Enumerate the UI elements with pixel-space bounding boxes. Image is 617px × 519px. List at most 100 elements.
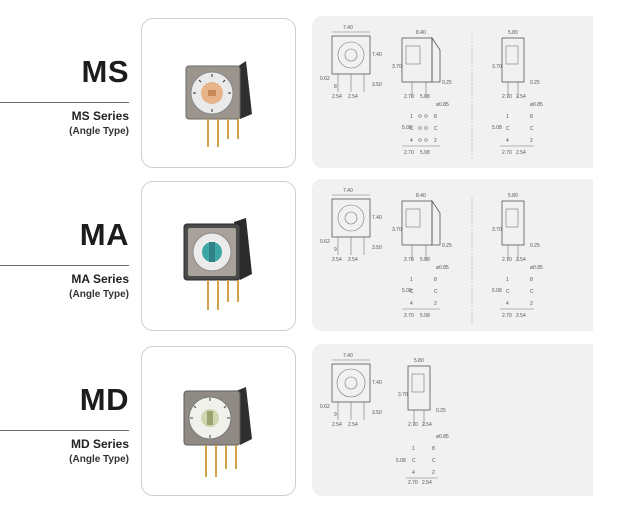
svg-text:7.40: 7.40 [343, 188, 353, 194]
divider [0, 102, 129, 103]
pcb-layout-2: 5.08 2.70 2.54 ø0.85 1 8 C C 4 2 [492, 265, 543, 319]
svg-text:C: C [434, 126, 438, 132]
svg-text:4: 4 [410, 138, 413, 144]
svg-text:1: 1 [506, 277, 509, 283]
svg-text:1: 1 [506, 114, 509, 120]
svg-text:2.70: 2.70 [404, 94, 414, 100]
svg-text:0.25: 0.25 [442, 80, 452, 86]
svg-text:2.54: 2.54 [422, 422, 432, 428]
svg-text:2.70: 2.70 [502, 150, 512, 156]
svg-text:7.40: 7.40 [372, 380, 382, 386]
svg-text:2.54: 2.54 [348, 94, 358, 100]
dimension-drawing: 7.40 0.62 9 2.54 2.54 7.40 3.50 8.40 3.7… [320, 188, 543, 324]
svg-text:4: 4 [506, 301, 509, 307]
svg-text:3.70: 3.70 [492, 64, 502, 70]
svg-text:2.54: 2.54 [516, 313, 526, 319]
svg-text:1: 1 [410, 114, 413, 120]
svg-text:C: C [506, 126, 510, 132]
svg-text:2.54: 2.54 [332, 257, 342, 263]
svg-text:5.80: 5.80 [508, 193, 518, 199]
svg-text:4: 4 [410, 301, 413, 307]
svg-text:2.70: 2.70 [502, 313, 512, 319]
svg-text:5.08: 5.08 [402, 125, 412, 131]
svg-text:2.70: 2.70 [404, 150, 414, 156]
svg-text:ø0.85: ø0.85 [436, 265, 449, 271]
product-photo-card[interactable] [141, 181, 296, 331]
svg-text:4: 4 [506, 138, 509, 144]
svg-text:2.54: 2.54 [516, 257, 526, 263]
dimension-drawing-panel: 7.40 0.62 9 2.54 2.54 7.40 3.50 8.40 3.7… [312, 179, 593, 331]
series-name: MS Series [71, 109, 129, 123]
svg-text:5.08: 5.08 [420, 313, 430, 319]
svg-text:1: 1 [412, 446, 415, 452]
svg-text:3.70: 3.70 [492, 227, 502, 233]
svg-text:3.50: 3.50 [372, 245, 382, 251]
svg-text:0.25: 0.25 [436, 408, 446, 414]
svg-text:5.08: 5.08 [396, 458, 406, 464]
svg-text:3.70: 3.70 [398, 392, 408, 398]
svg-text:2.54: 2.54 [516, 150, 526, 156]
dimension-drawing-panel: 7.40 0.62 9 2.54 2.54 7.40 3.50 5.80 3.7… [312, 344, 593, 496]
svg-text:8: 8 [434, 277, 437, 283]
svg-text:2: 2 [434, 301, 437, 307]
svg-text:3.50: 3.50 [372, 410, 382, 416]
svg-text:2.70: 2.70 [404, 257, 414, 263]
svg-text:2.54: 2.54 [348, 422, 358, 428]
svg-text:C: C [412, 458, 416, 464]
svg-text:3.70: 3.70 [392, 227, 402, 233]
svg-text:7.40: 7.40 [372, 215, 382, 221]
svg-text:C: C [506, 289, 510, 295]
svg-text:7.40: 7.40 [372, 52, 382, 58]
series-row-md: MD MD Series (Angle Type) 7.40 [0, 328, 617, 496]
rotary-switch-photo [183, 387, 252, 477]
svg-text:9: 9 [334, 412, 337, 418]
svg-text:2.54: 2.54 [348, 257, 358, 263]
series-row-ma: MA MA Series (Angle Type) 7.40 0.62 9 2.… [0, 163, 617, 331]
svg-text:2.70: 2.70 [502, 94, 512, 100]
svg-text:8.40: 8.40 [416, 30, 426, 36]
series-code: MA [79, 217, 129, 252]
svg-text:C: C [530, 289, 534, 295]
pcb-layout: 5.08 2.70 5.08 ø0.85 1 8 C C 4 2 [402, 265, 449, 319]
svg-text:7.40: 7.40 [343, 353, 353, 359]
svg-text:8: 8 [334, 84, 337, 90]
svg-text:2: 2 [530, 301, 533, 307]
svg-text:2.54: 2.54 [422, 480, 432, 486]
rotary-switch-photo [185, 61, 252, 147]
svg-text:5.80: 5.80 [508, 30, 518, 36]
dimension-drawing-panel: 7.40 0.62 8 2.54 2.54 7.40 3.50 8.40 3.7… [312, 16, 593, 168]
divider [0, 265, 129, 266]
svg-text:ø0.85: ø0.85 [530, 265, 543, 271]
series-type: (Angle Type) [69, 289, 129, 300]
svg-text:ø0.85: ø0.85 [436, 102, 449, 108]
svg-text:ø0.85: ø0.85 [436, 434, 449, 440]
product-photo-card[interactable] [141, 18, 296, 168]
svg-text:8: 8 [434, 114, 437, 120]
svg-text:0.25: 0.25 [530, 80, 540, 86]
divider [0, 430, 129, 431]
series-code: MS [81, 54, 129, 89]
svg-text:C: C [410, 126, 414, 132]
series-name: MD Series [70, 437, 129, 451]
svg-text:5.80: 5.80 [414, 358, 424, 364]
svg-text:0.62: 0.62 [320, 404, 330, 410]
svg-text:C: C [434, 289, 438, 295]
svg-text:C: C [530, 126, 534, 132]
svg-text:2.70: 2.70 [502, 257, 512, 263]
svg-text:2.54: 2.54 [332, 94, 342, 100]
dimension-drawing: 7.40 0.62 9 2.54 2.54 7.40 3.50 5.80 3.7… [320, 353, 449, 486]
svg-text:2: 2 [434, 138, 437, 144]
pcb-layout-2: 5.08 2.70 2.54 ø0.85 1 8 C C 4 2 [492, 102, 543, 156]
svg-text:4: 4 [412, 470, 415, 476]
series-type: (Angle Type) [69, 126, 129, 137]
svg-text:5.08: 5.08 [420, 257, 430, 263]
svg-text:2.70: 2.70 [408, 422, 418, 428]
svg-text:8: 8 [530, 277, 533, 283]
svg-text:2: 2 [530, 138, 533, 144]
svg-text:7.40: 7.40 [343, 25, 353, 31]
product-photo-card[interactable] [141, 346, 296, 496]
svg-text:1: 1 [410, 277, 413, 283]
svg-text:2.70: 2.70 [404, 313, 414, 319]
series-code: MD [79, 382, 129, 417]
rotary-switch-photo [183, 218, 252, 310]
